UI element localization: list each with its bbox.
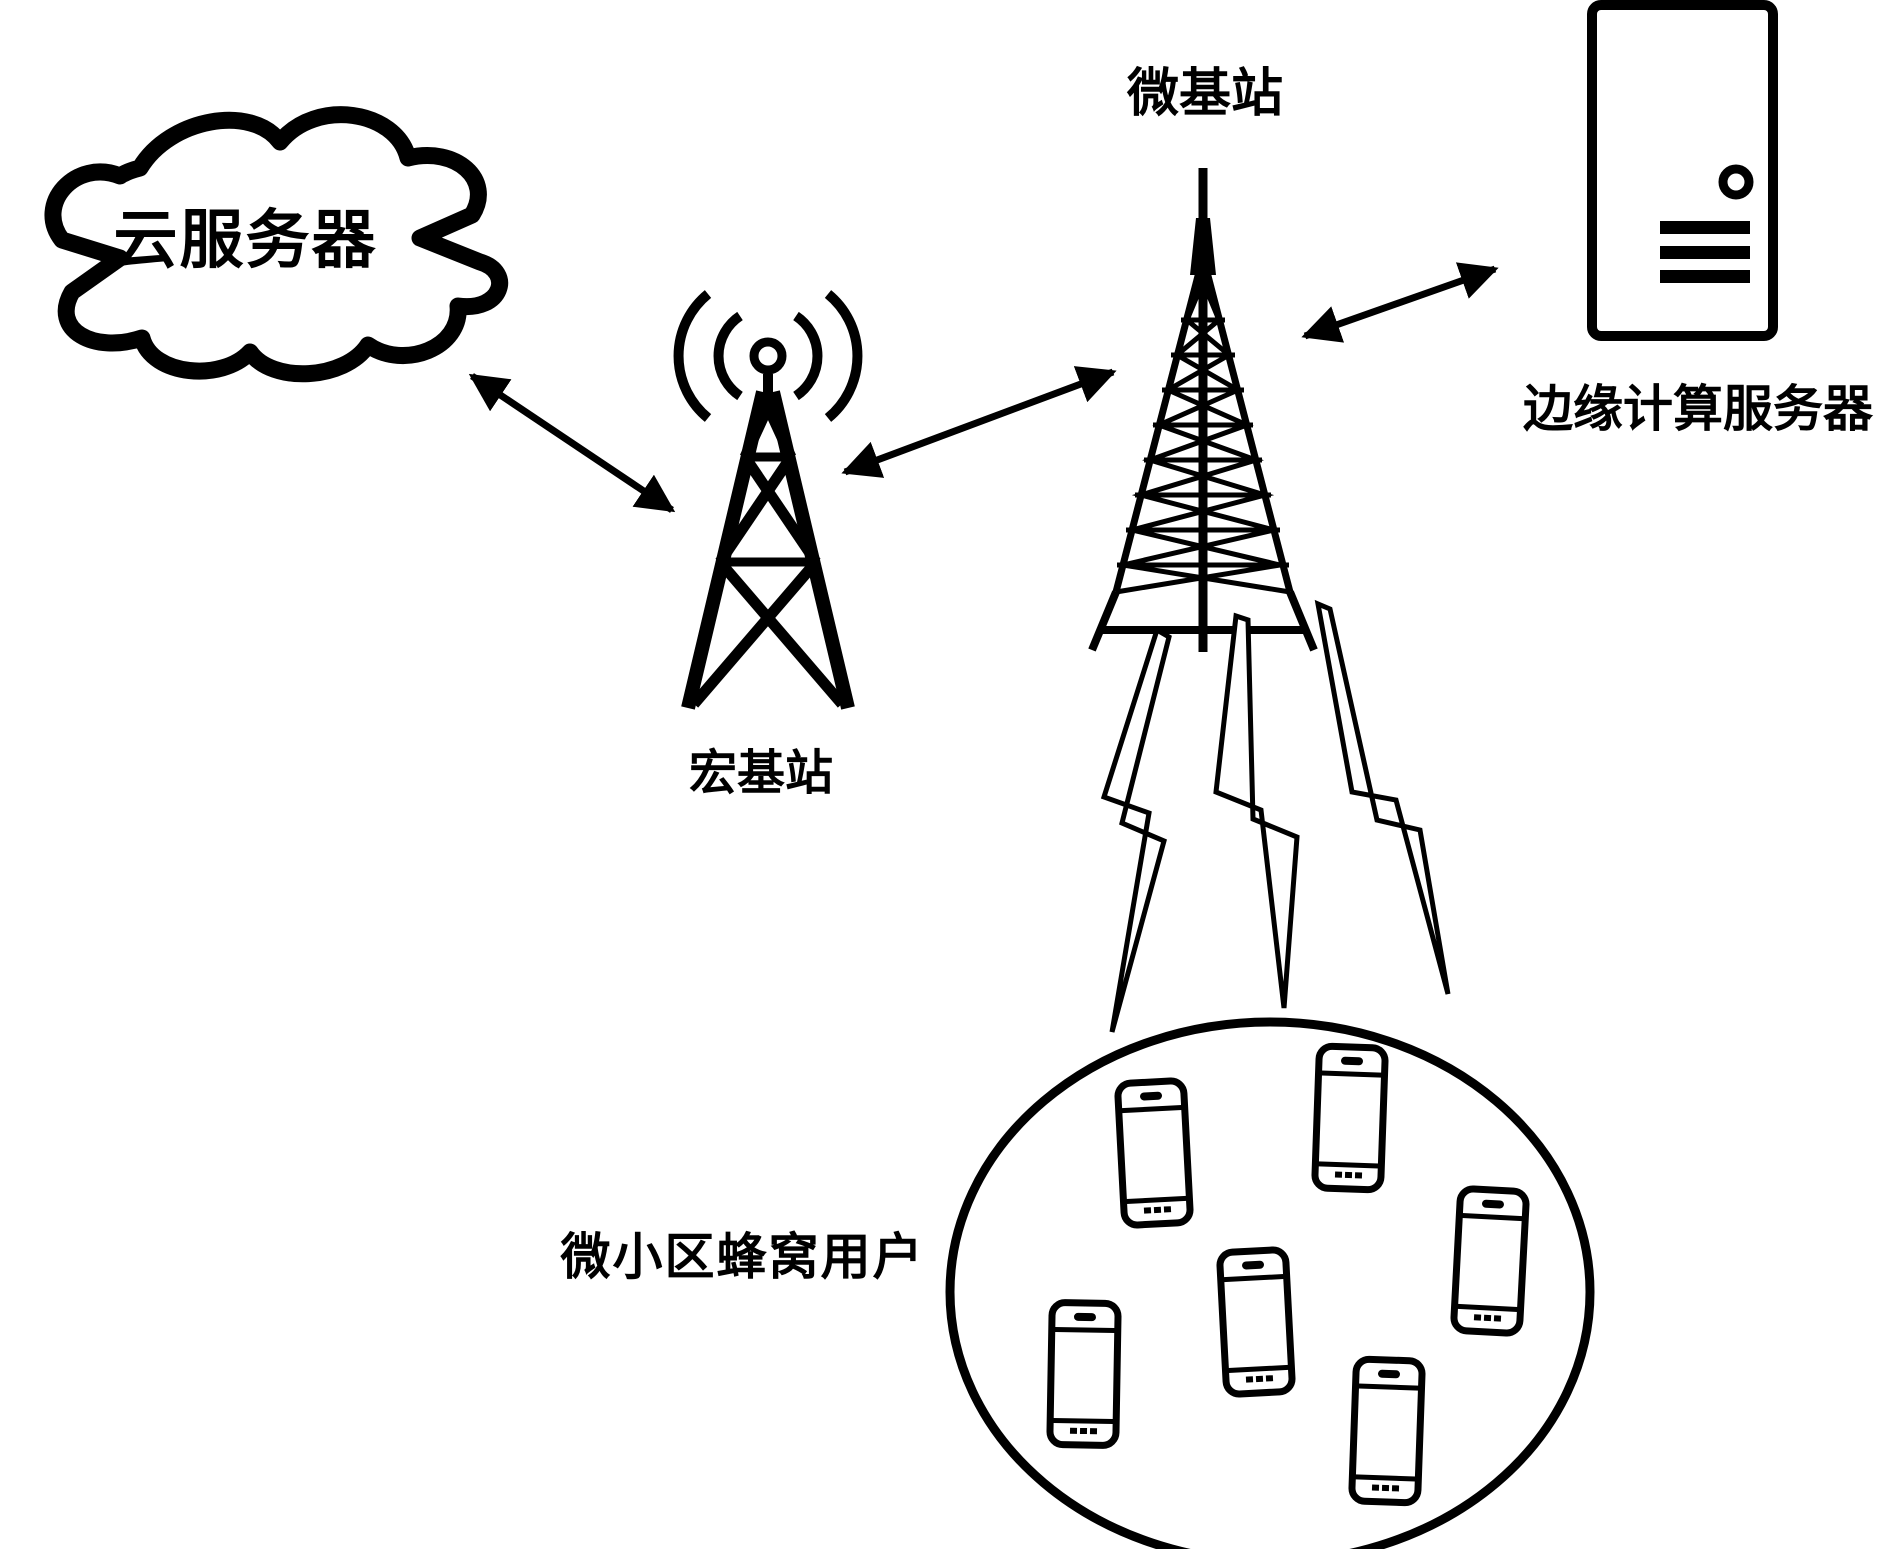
- micro-cell-users-label: 微小区蜂窝用户: [560, 1229, 925, 1285]
- lattice-tower-icon: [1088, 168, 1318, 652]
- lightning-bolt-1: [1100, 626, 1172, 1033]
- smartphone-icon: [1219, 1249, 1292, 1394]
- smartphone-icon: [1315, 1046, 1386, 1190]
- micro-base-station-label: 微基站: [1126, 66, 1283, 123]
- server-tower-icon: [1587, 0, 1778, 341]
- micro-edge-arrow: [1301, 262, 1499, 343]
- radio-tower-icon: [673, 290, 863, 710]
- lightning-bolt-2: [1213, 612, 1300, 1009]
- smartphone-icon: [1352, 1359, 1423, 1503]
- lightning-bolt-icons: [1100, 599, 1451, 1033]
- smartphone-icon: [1050, 1302, 1118, 1445]
- lightning-bolt-3: [1314, 599, 1451, 995]
- cloud-icon: [44, 106, 509, 383]
- macro-base-station-label: 宏基站: [688, 747, 833, 800]
- smartphone-icon: [1117, 1080, 1190, 1225]
- cloud-server-label: 云服务器: [113, 205, 378, 276]
- user-group-ellipse: [945, 1017, 1595, 1549]
- edge-computing-server-label: 边缘计算服务器: [1523, 381, 1873, 437]
- cloud-macro-arrow: [468, 373, 676, 513]
- smartphone-icon: [1453, 1188, 1526, 1333]
- macro-micro-arrow: [841, 366, 1117, 478]
